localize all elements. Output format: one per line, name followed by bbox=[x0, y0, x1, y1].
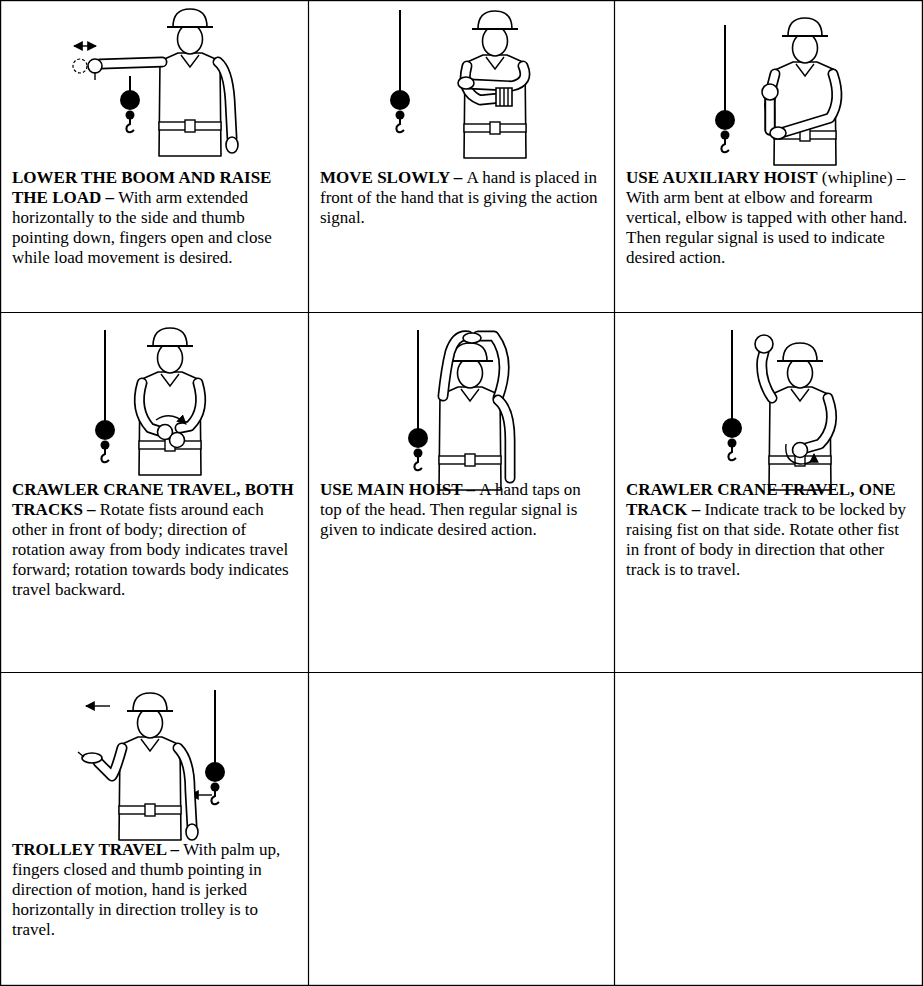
signal-figure-part bbox=[722, 418, 742, 460]
signal-figure-part bbox=[766, 98, 774, 130]
signal-cell: LOWER THE BOOM AND RAISE THE LOAD –With … bbox=[12, 168, 296, 268]
signal-figure-part bbox=[119, 693, 181, 840]
signal-figure-part bbox=[770, 127, 786, 139]
signal-figure-part bbox=[715, 110, 735, 152]
signal-figure-part bbox=[186, 824, 198, 840]
signal-figure-part bbox=[458, 77, 474, 89]
signal-title: USE AUXILIARY HOIST bbox=[626, 168, 818, 187]
signal-figure-part bbox=[98, 748, 122, 776]
signal-figure-part bbox=[100, 62, 162, 64]
signal-figure-part bbox=[731, 330, 733, 419]
signal-figure bbox=[722, 330, 832, 490]
signal-figure-part bbox=[786, 444, 814, 464]
signal-figure-part bbox=[390, 90, 410, 132]
signal-figure-part bbox=[95, 420, 115, 462]
signal-figure bbox=[73, 9, 238, 156]
table-grid-part bbox=[614, 0, 615, 986]
signal-figure bbox=[78, 690, 225, 840]
signal-figure-part bbox=[443, 336, 468, 396]
signal-figure-part bbox=[769, 343, 831, 490]
signal-cell: MOVE SLOWLY –A hand is placed in front o… bbox=[320, 168, 602, 228]
signal-figure-part bbox=[214, 690, 216, 763]
signal-cell: CRAWLER CRANE TRAVEL, BOTH TRACKS –Rotat… bbox=[12, 480, 296, 600]
signal-figure-part bbox=[463, 333, 481, 343]
signal-figure-part bbox=[417, 330, 419, 429]
signal-cell: USE AUXILIARY HOIST(whipline) – With arm… bbox=[626, 168, 910, 268]
signal-figure-part bbox=[784, 74, 837, 132]
signal-figure-part bbox=[218, 62, 232, 138]
signal-figure-part bbox=[765, 98, 776, 130]
signal-figure-part bbox=[178, 748, 192, 826]
signal-figure-part bbox=[762, 84, 778, 100]
signal-figure-part bbox=[770, 74, 775, 130]
signal-figure-part bbox=[806, 398, 832, 448]
signal-figure-part bbox=[478, 336, 504, 398]
signal-figure-part bbox=[86, 705, 110, 706]
signal-figure-part bbox=[806, 398, 832, 448]
signal-figure-part bbox=[178, 748, 192, 826]
signal-figure-part bbox=[100, 62, 162, 64]
signal-figure-part bbox=[226, 137, 238, 153]
signal-figure-part bbox=[762, 352, 772, 398]
signal-figure bbox=[408, 330, 510, 490]
signal-figure-part bbox=[470, 66, 525, 86]
signal-figure-part bbox=[129, 76, 131, 91]
signal-cell: TROLLEY TRAVEL –With palm up, fingers cl… bbox=[12, 840, 296, 940]
signal-figure-part bbox=[784, 74, 837, 132]
table-grid-part bbox=[308, 0, 309, 986]
signal-figure-part bbox=[498, 400, 510, 478]
signal-figure bbox=[390, 10, 526, 158]
signal-figure-part bbox=[159, 9, 221, 156]
signal-figure-part bbox=[762, 352, 772, 398]
signal-title: TROLLEY TRAVEL – bbox=[12, 840, 179, 859]
signal-figure-part bbox=[724, 25, 726, 111]
signal-figure-part bbox=[774, 18, 836, 165]
signal-figure-part bbox=[98, 748, 122, 776]
signal-figure-part bbox=[139, 328, 201, 475]
signal-figure-part bbox=[793, 443, 808, 458]
signal-figure-part bbox=[104, 330, 106, 421]
signal-figure-part bbox=[88, 59, 102, 73]
signal-figure-part bbox=[78, 752, 84, 757]
signal-figure-part bbox=[399, 10, 401, 91]
signal-figure-part bbox=[478, 336, 504, 398]
signal-figure-part bbox=[443, 336, 468, 396]
signal-figure-part bbox=[120, 90, 140, 132]
signal-figure-part bbox=[139, 383, 162, 432]
signal-figure-part bbox=[755, 335, 773, 353]
signal-figure-part bbox=[218, 62, 232, 138]
signal-figure-part bbox=[170, 433, 185, 448]
signal-figure-part bbox=[94, 72, 95, 80]
signal-figure-part bbox=[408, 428, 428, 470]
table-grid-part bbox=[0, 312, 923, 313]
signal-title: USE MAIN HOIST – bbox=[320, 480, 475, 499]
signal-cell: USE MAIN HOIST –A hand taps on top of th… bbox=[320, 480, 602, 540]
signal-figure bbox=[715, 18, 837, 165]
signal-figure-part bbox=[205, 762, 225, 804]
signal-figure-part bbox=[500, 88, 508, 106]
signal-title: MOVE SLOWLY – bbox=[320, 168, 462, 187]
signal-figure-part bbox=[770, 74, 775, 130]
signal-figure-part bbox=[82, 753, 102, 763]
signal-figure-part bbox=[470, 66, 525, 86]
signal-figure-part bbox=[498, 400, 510, 478]
signal-figure bbox=[95, 328, 201, 475]
signal-figure-part bbox=[496, 88, 512, 106]
signal-cell: CRAWLER CRANE TRAVEL, ONE TRACK –Indicat… bbox=[626, 480, 910, 580]
signal-figure-part bbox=[139, 383, 162, 432]
signal-figure-part bbox=[156, 416, 186, 424]
table-grid-part bbox=[0, 672, 923, 673]
signal-figure-part bbox=[74, 45, 96, 46]
signal-figure-part bbox=[73, 59, 87, 73]
